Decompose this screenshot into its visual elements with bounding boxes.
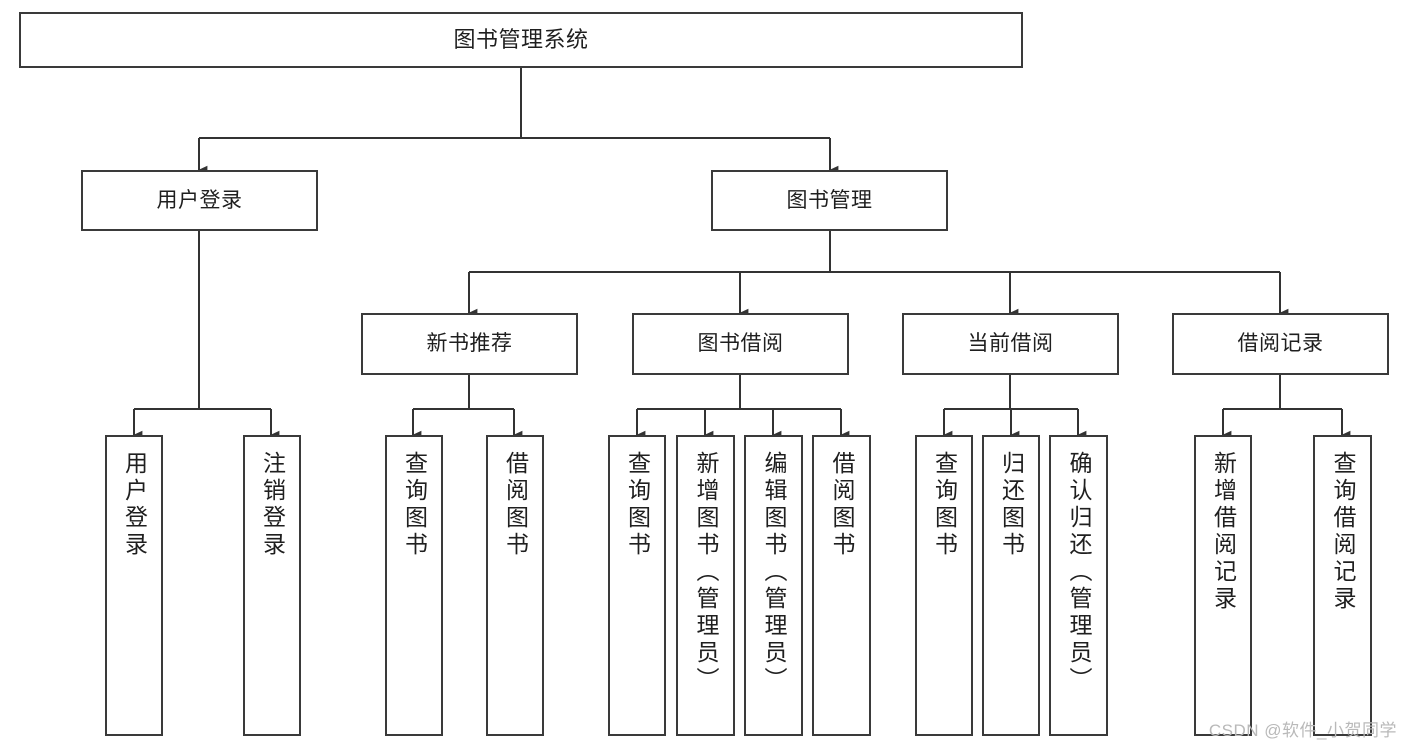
leaf-edit-book[interactable]: 编辑图书（管理员） <box>744 435 803 736</box>
leaf-query-book-1-label: 查询图书 <box>401 451 428 559</box>
leaf-user-logout-label: 注销登录 <box>259 451 286 559</box>
node-current-borrow[interactable]: 当前借阅 <box>902 313 1119 375</box>
leaf-edit-book-label: 编辑图书（管理员） <box>761 451 787 694</box>
node-borrow-record[interactable]: 借阅记录 <box>1172 313 1389 375</box>
leaf-return-book-label: 归还图书 <box>998 451 1025 559</box>
node-root-label: 图书管理系统 <box>453 26 589 52</box>
leaf-add-record[interactable]: 新增借阅记录 <box>1194 435 1252 736</box>
node-book-borrow-label: 图书借阅 <box>697 332 784 356</box>
node-user-login-label: 用户登录 <box>156 188 243 212</box>
node-new-book-recommend[interactable]: 新书推荐 <box>361 313 578 375</box>
leaf-user-login-label: 用户登录 <box>121 451 148 559</box>
leaf-query-record-label: 查询借阅记录 <box>1330 451 1356 613</box>
csdn-watermark: CSDN @软件_小贺同学 <box>1208 721 1397 740</box>
leaf-query-book-3[interactable]: 查询图书 <box>915 435 973 736</box>
leaf-query-book-3-label: 查询图书 <box>931 451 958 559</box>
node-new-book-recommend-label: 新书推荐 <box>426 332 513 356</box>
leaf-add-book-label: 新增图书（管理员） <box>693 451 719 694</box>
leaf-add-record-label: 新增借阅记录 <box>1210 451 1237 613</box>
leaf-borrow-book-1-label: 借阅图书 <box>502 451 529 559</box>
leaf-return-book[interactable]: 归还图书 <box>982 435 1040 736</box>
leaf-borrow-book-2-label: 借阅图书 <box>829 451 855 559</box>
node-root[interactable]: 图书管理系统 <box>19 12 1023 68</box>
leaf-query-book-1[interactable]: 查询图书 <box>385 435 443 736</box>
leaf-confirm-return-label: 确认归还（管理员） <box>1066 451 1092 694</box>
node-current-borrow-label: 当前借阅 <box>967 332 1054 356</box>
leaf-query-book-2[interactable]: 查询图书 <box>608 435 666 736</box>
leaf-query-book-2-label: 查询图书 <box>624 451 651 559</box>
leaf-borrow-book-2[interactable]: 借阅图书 <box>812 435 871 736</box>
leaf-user-logout[interactable]: 注销登录 <box>243 435 301 736</box>
node-book-manage[interactable]: 图书管理 <box>711 170 948 231</box>
node-borrow-record-label: 借阅记录 <box>1237 332 1324 356</box>
leaf-confirm-return[interactable]: 确认归还（管理员） <box>1049 435 1108 736</box>
leaf-borrow-book-1[interactable]: 借阅图书 <box>486 435 544 736</box>
node-user-login[interactable]: 用户登录 <box>81 170 318 231</box>
leaf-user-login[interactable]: 用户登录 <box>105 435 163 736</box>
node-book-borrow[interactable]: 图书借阅 <box>632 313 849 375</box>
node-book-manage-label: 图书管理 <box>786 188 873 212</box>
leaf-add-book[interactable]: 新增图书（管理员） <box>676 435 735 736</box>
leaf-query-record[interactable]: 查询借阅记录 <box>1313 435 1372 736</box>
